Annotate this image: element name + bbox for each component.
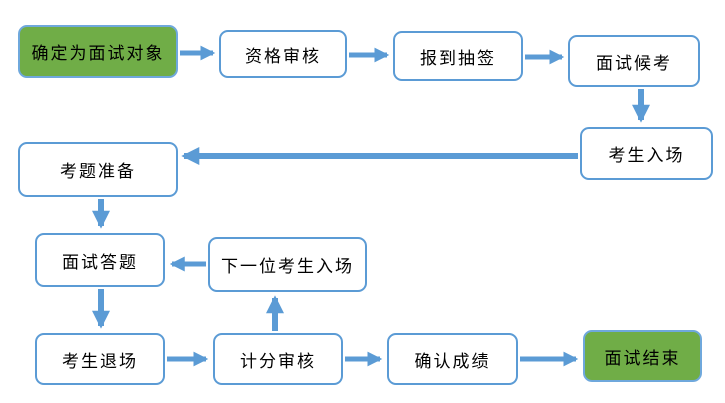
node-qualification-review: 资格审核	[219, 30, 347, 78]
node-confirm-score: 确认成绩	[387, 333, 518, 385]
node-end: 面试结束	[583, 330, 702, 382]
node-question-preparation: 考题准备	[18, 142, 178, 197]
node-start: 确定为面试对象	[18, 25, 178, 78]
node-interview-answer: 面试答题	[35, 233, 165, 287]
node-next-candidate-enter: 下一位考生入场	[208, 237, 367, 292]
node-candidate-exit: 考生退场	[35, 333, 165, 385]
node-checkin-draw: 报到抽签	[393, 31, 523, 81]
node-score-review: 计分审核	[213, 333, 343, 385]
node-candidate-enter: 考生入场	[580, 127, 713, 180]
node-interview-waiting: 面试候考	[568, 35, 700, 87]
